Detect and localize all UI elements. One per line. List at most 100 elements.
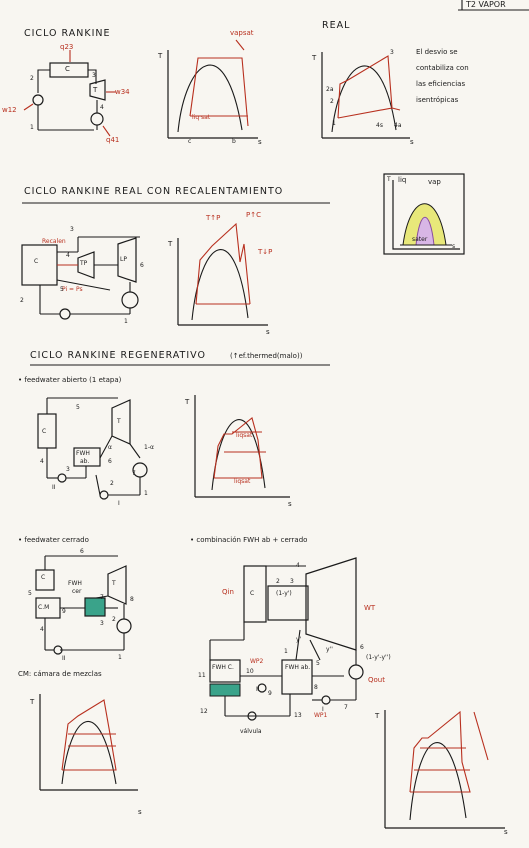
node-1-real: 1 [332,120,336,127]
node-6-closed: 6 [80,548,84,555]
label-lp: LP [120,256,127,263]
section-title-regen: CICLO RANKINE REGENERATIVO [30,350,206,361]
label-pump-ii-combo: II [256,686,260,693]
boiler-box [21,244,58,286]
sat-dome-legend [383,173,465,255]
node-3-regen: 3 [66,466,70,473]
label-c-closed: C [41,574,46,581]
node-2-reheat: 2 [20,297,24,304]
node-2-regen: 2 [110,480,114,487]
axis-s-closed: s [138,808,142,816]
label-cer: cer [72,588,82,595]
label-t-closed: T [112,580,116,587]
node-2a: 2a [326,86,334,93]
axis-t-regen: T [185,398,190,406]
legend-liq: liq [398,176,407,184]
turbine-regen [111,399,131,445]
node-9-combo: 9 [268,690,272,697]
label-turbine: T [93,86,98,94]
label-closed-fw: • feedwater cerrado [18,536,89,544]
node-3-reheat: 3 [70,226,74,233]
label-qout: Qout [368,676,385,684]
legend-axis-t: T [387,176,391,183]
label-b-axis: b [232,138,236,145]
axis-t-1: T [158,52,163,60]
node-7-regen: 7 [132,470,136,477]
label-open-fw: • feedwater abierto (1 etapa) [18,376,122,384]
label-alpha: α [108,444,112,451]
node-6-regen: 6 [108,458,112,465]
node-5-combo: 5 [316,660,320,667]
label-w34: w34 [115,88,130,96]
axis-t-reheat: T [168,240,173,248]
node-4a: 4a [394,122,402,129]
label-recalen: Recalen [42,238,66,245]
turbine-shape [89,79,106,101]
label-pump-ii-closed: II [62,655,66,662]
note-cm: CM: cámara de mezclas [18,670,102,678]
pump-circle [32,94,44,106]
label-c-combo: C [250,590,255,597]
label-tdown: T↓P [258,248,273,256]
label-fwh-open: FWH [76,450,90,457]
node-1-closed: 1 [118,654,122,661]
label-y-prime: y' [296,636,302,643]
node-5-regen: 5 [76,404,80,411]
note-line-3: las eficiencias [416,80,466,88]
node-11-combo: 11 [198,672,206,679]
node-8-combo: 8 [314,684,318,691]
node-4s: 4s [376,122,383,129]
label-pump-i-combo: I [322,706,324,713]
node-4: 4 [100,104,104,111]
label-c-reheat: C [34,258,39,265]
label-ttp: T↑P [206,214,221,222]
section-subtitle-regen: (↑ef.thermed(malo)) [230,352,303,360]
label-1-y: (1-y') [276,590,292,597]
node-6-reheat: 6 [140,262,144,269]
label-fwh-closed: FWH [68,580,82,587]
label-y-dprime: y'' [326,646,333,653]
node-7-combo: 7 [344,704,348,711]
section-title-basic: CICLO RANKINE [24,28,111,39]
label-fwh-c: FWH C. [212,664,234,671]
axis-s-regen: s [288,500,292,508]
label-wp2: WP2 [250,658,264,665]
label-liqsat: liq sat [192,114,211,121]
node-8-closed: 8 [130,596,134,603]
turbine-combo [305,557,357,651]
axis-s-real: s [410,138,414,146]
node-1: 1 [30,124,34,131]
label-liqsat-bot: liqsat [234,478,251,485]
axis-s-combo: s [504,828,508,836]
axis-t-real: T [312,54,317,62]
node-13-combo: 13 [294,712,302,719]
label-q41: q41 [106,136,120,144]
label-valvula: válvula [240,728,262,735]
node-4-closed: 4 [40,626,44,633]
label-c-axis: c [188,138,192,145]
fwh-open-combo [281,659,313,695]
legend-sater: sater [412,236,428,243]
node-12-combo: 12 [200,708,208,715]
node-3-closed: 3 [100,620,104,627]
valve-icon [247,711,257,721]
condenser-circle [121,291,139,309]
label-fwh-ab: FWH ab. [285,664,311,671]
axis-s-reheat: s [266,328,270,336]
label-t-regen: T [117,418,121,425]
label-1-alpha: 1-α [144,444,154,451]
label-pump-ii: II [52,484,56,491]
node-9-closed: 9 [62,608,66,615]
node-5-reheat: 5 [60,286,64,293]
node-2-real: 2 [330,98,334,105]
node-1-regen: 1 [144,490,148,497]
boiler-box-combo [243,565,267,623]
label-liqsat-top: liqsat [236,432,253,439]
node-4-combo: 4 [296,562,300,569]
node-10-combo: 10 [246,668,254,675]
node-1-combo: 1 [284,648,288,655]
section-title-real: REAL [322,20,351,31]
node-2-combo: 2 [276,578,280,585]
label-wt: WT [364,604,376,612]
